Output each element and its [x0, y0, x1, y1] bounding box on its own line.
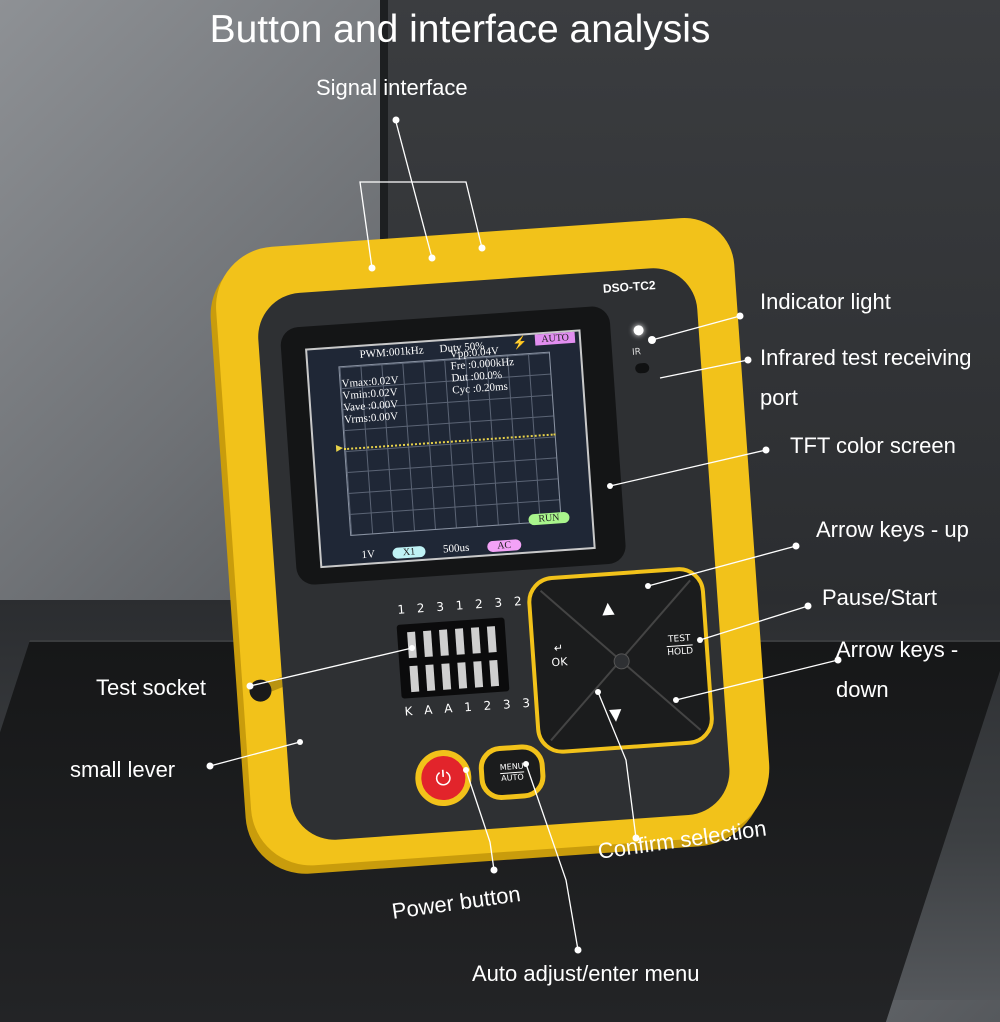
leader-signal-interface	[395, 121, 433, 259]
label-auto-menu: Auto adjust/enter menu	[472, 961, 700, 986]
leader-infrared-port	[659, 359, 749, 379]
leader-test-socket	[249, 647, 413, 687]
label-indicator-light: Indicator light	[760, 289, 891, 314]
leader-tft-screen	[609, 449, 767, 487]
label-arrow-down: Arrow keys - down	[836, 637, 959, 702]
device-face: DSO-TC2 PWM:001kHz Duty 50% ⚡ AUTO ▶ Vma…	[255, 265, 733, 843]
oscilloscope-device: DSO-TC2 PWM:001kHz Duty 50% ⚡ AUTO ▶ Vma…	[212, 214, 774, 870]
label-signal-interface: Signal interface	[316, 75, 468, 100]
leader-arrow-up	[647, 545, 797, 587]
leader-confirm-selection	[597, 691, 637, 839]
page-title: Button and interface analysis	[209, 8, 711, 51]
leader-signal-bracket	[359, 181, 483, 269]
leader-power-button	[465, 769, 495, 871]
label-pause-start: Pause/Start	[822, 585, 937, 610]
label-infrared-port: Infrared test receiving port	[760, 345, 972, 410]
label-tft-screen: TFT color screen	[790, 433, 956, 458]
label-test-socket: Test socket	[96, 675, 207, 700]
leader-indicator-light	[651, 315, 741, 341]
leader-lines	[0, 0, 1000, 1000]
leader-small-lever	[209, 741, 301, 767]
leader-arrow-down	[675, 659, 839, 701]
leader-auto-menu	[525, 763, 579, 951]
label-arrow-up: Arrow keys - up	[816, 517, 969, 542]
label-small-lever: small lever	[70, 757, 176, 782]
leader-pause-start	[699, 605, 809, 641]
arrow-keypad: ▲ ▼ ↵ OK TEST HOLD	[525, 565, 716, 756]
